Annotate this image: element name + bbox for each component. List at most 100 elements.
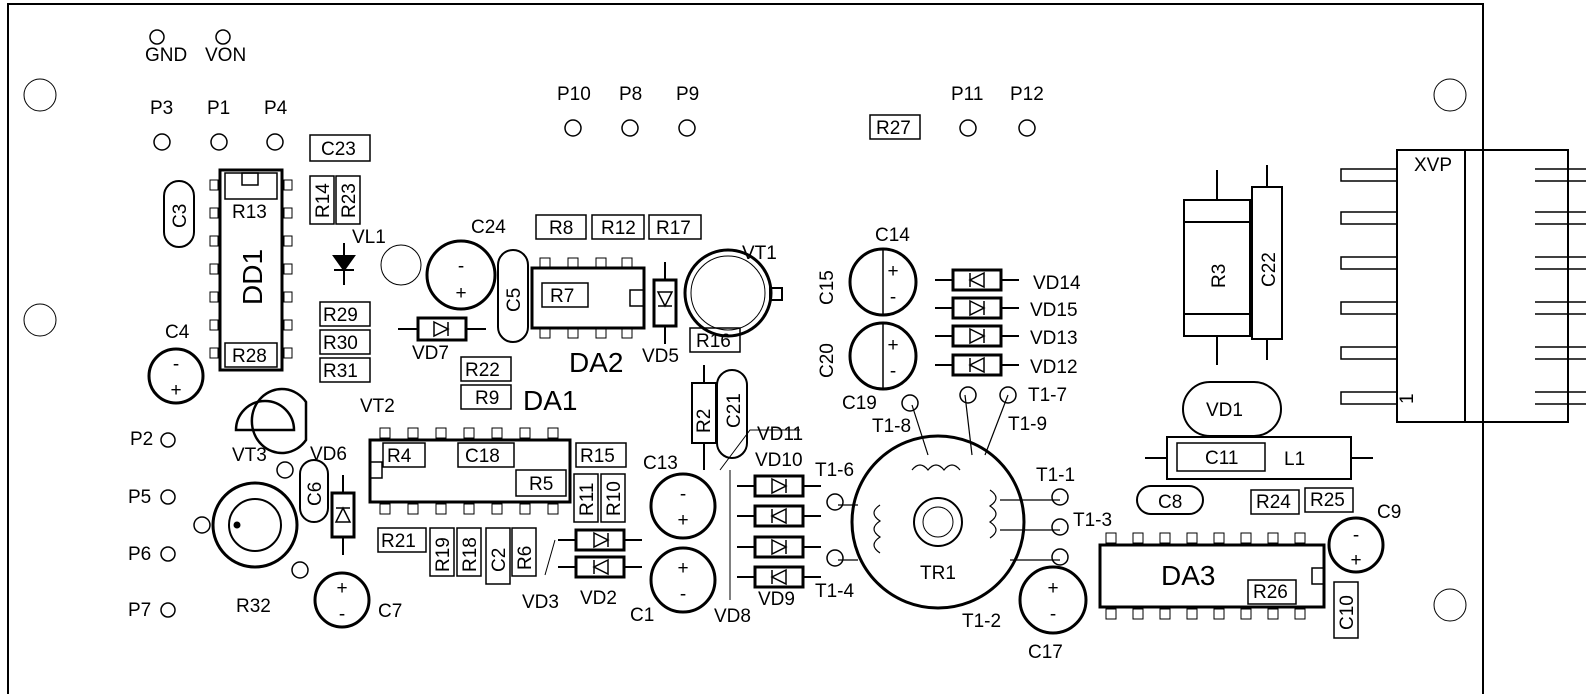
label-r21: R21 <box>381 531 416 552</box>
cap-polarity-marks: -+ -+ +- -+ +- +- +- +- -+ <box>170 256 1361 625</box>
label-p1: P1 <box>207 98 230 119</box>
label-p6: P6 <box>128 544 151 565</box>
label-vd13: VD13 <box>1030 328 1078 349</box>
label-r32: R32 <box>236 596 271 617</box>
label-da2: DA2 <box>569 347 623 378</box>
label-vd5: VD5 <box>642 346 679 367</box>
label-c5: C5 <box>504 288 525 312</box>
label-vl1: VL1 <box>352 227 386 248</box>
label-r28: R28 <box>232 346 267 367</box>
svg-text:+: + <box>887 335 898 356</box>
board-outline <box>7 3 1484 694</box>
transistor-outlines <box>234 244 783 455</box>
svg-text:-: - <box>1353 525 1359 546</box>
label-vd12: VD12 <box>1030 357 1078 378</box>
label-vd2: VD2 <box>580 588 617 609</box>
svg-text:-: - <box>890 287 896 308</box>
label-p10: P10 <box>557 84 591 105</box>
designator-labels: GND VON P3 P1 P4 P10 P8 P9 P11 P12 P2 P5… <box>128 45 1452 663</box>
svg-text:-: - <box>458 256 464 277</box>
tr1-transformer <box>826 386 1069 610</box>
svg-text:-: - <box>680 584 686 605</box>
da2-package <box>530 257 646 339</box>
svg-text:+: + <box>455 283 466 304</box>
label-vt1: VT1 <box>742 243 777 264</box>
label-p2: P2 <box>130 429 153 450</box>
label-vd6: VD6 <box>310 444 347 465</box>
component-boxes <box>309 114 1359 639</box>
label-l1: L1 <box>1284 449 1305 470</box>
label-r11: R11 <box>577 483 598 516</box>
label-c8: C8 <box>1158 492 1182 513</box>
label-r31: R31 <box>323 361 358 382</box>
label-c19: C19 <box>842 393 877 414</box>
label-da1: DA1 <box>523 385 577 416</box>
label-p7: P7 <box>128 600 151 621</box>
svg-text:+: + <box>336 578 347 599</box>
label-p11: P11 <box>951 84 983 105</box>
label-p12: P12 <box>1010 84 1044 105</box>
vl1-symbol <box>332 243 356 285</box>
svg-text:+: + <box>1350 550 1361 571</box>
label-r17: R17 <box>656 218 691 239</box>
label-c4: C4 <box>165 322 190 343</box>
label-c23: C23 <box>321 139 356 160</box>
svg-text:-: - <box>173 354 179 375</box>
silkscreen-traces <box>544 429 800 600</box>
label-vt2: VT2 <box>360 396 395 417</box>
label-r7: R7 <box>550 286 574 307</box>
label-p4: P4 <box>264 98 288 119</box>
label-dd1: DD1 <box>237 249 268 305</box>
label-t1-6: T1-6 <box>815 460 854 481</box>
label-vd9: VD9 <box>758 589 795 610</box>
label-c17: C17 <box>1028 642 1063 663</box>
label-c22: C22 <box>1259 252 1280 287</box>
label-gnd: GND <box>145 45 187 66</box>
label-t1-8: T1-8 <box>872 416 911 437</box>
label-r9: R9 <box>475 388 499 409</box>
label-t1-2: T1-2 <box>962 611 1001 632</box>
label-r24: R24 <box>1256 492 1291 513</box>
da1-package <box>368 427 572 515</box>
r2-body <box>691 365 717 470</box>
label-r16: R16 <box>696 331 731 352</box>
label-vd14: VD14 <box>1033 273 1081 294</box>
label-xvp: XVP <box>1414 155 1452 176</box>
label-tr1: TR1 <box>920 563 956 584</box>
label-xvp-pin1: 1 <box>1397 393 1418 404</box>
da3-package <box>1098 532 1326 620</box>
label-r25: R25 <box>1310 490 1345 511</box>
label-r19: R19 <box>433 537 454 572</box>
diode-triangles <box>334 271 986 586</box>
label-r13: R13 <box>232 202 267 223</box>
label-t1-1: T1-1 <box>1036 465 1075 486</box>
label-r15: R15 <box>580 446 615 467</box>
label-p3: P3 <box>150 98 173 119</box>
label-vd3: VD3 <box>522 592 559 613</box>
svg-text:-: - <box>1050 604 1056 625</box>
label-c14: C14 <box>875 225 910 246</box>
r32-trimmer <box>193 461 309 579</box>
svg-text:-: - <box>339 604 345 625</box>
label-c3: C3 <box>170 204 191 228</box>
label-r29: R29 <box>323 305 358 326</box>
test-point-pads <box>149 29 1036 618</box>
label-t1-7: T1-7 <box>1028 385 1067 406</box>
label-r23: R23 <box>339 183 360 218</box>
label-r27: R27 <box>876 118 911 139</box>
label-vd7: VD7 <box>412 343 449 364</box>
label-c6: C6 <box>305 482 326 506</box>
label-vd11: VD11 <box>757 424 803 445</box>
label-vd1: VD1 <box>1206 400 1243 421</box>
xvp-connector <box>1340 149 1586 423</box>
label-r18: R18 <box>460 537 481 572</box>
label-c13: C13 <box>643 453 678 474</box>
label-c18: C18 <box>465 446 500 467</box>
svg-text:-: - <box>680 484 686 505</box>
diode-leads <box>342 262 1019 578</box>
svg-text:+: + <box>887 261 898 282</box>
label-r14: R14 <box>313 183 334 218</box>
l1-body <box>1145 436 1373 480</box>
label-r6: R6 <box>515 546 536 570</box>
